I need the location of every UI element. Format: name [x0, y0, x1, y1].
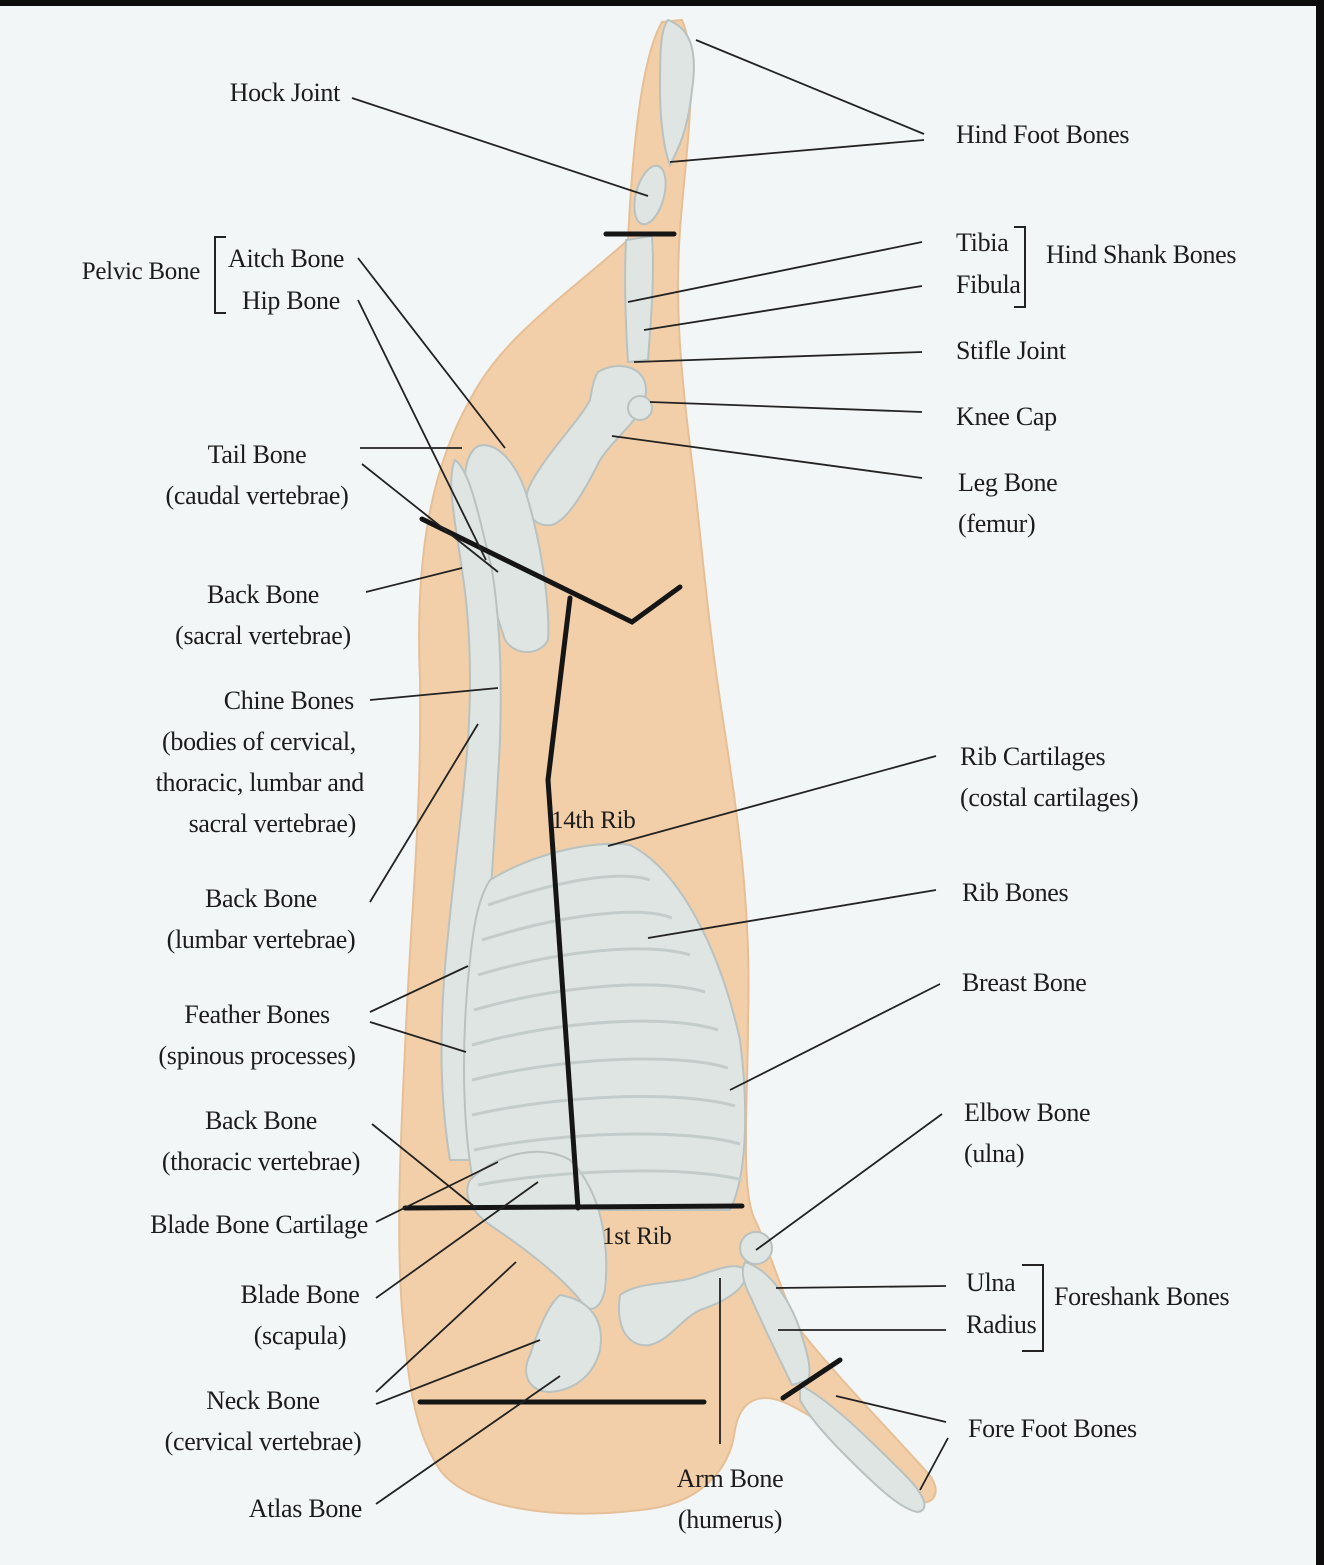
cut-line-1st-rib	[402, 1203, 745, 1211]
hind-shank-bones-label: Hind Shank Bones	[1046, 240, 1237, 269]
back-bone-thoracic-subtitle: (thoracic vertebrae)	[161, 1147, 361, 1176]
diagram-stage: Hock Joint Pelvic Bone Aitch Bone Hip Bo…	[0, 6, 1316, 1565]
aitch-bone-label: Aitch Bone	[228, 244, 345, 273]
foreshank-bone	[741, 1260, 811, 1387]
elbow-bone-label: Elbow Bone (ulna)	[964, 1092, 1124, 1174]
arm-bone-label: Arm Bone (humerus)	[650, 1458, 810, 1540]
rib-bones-label: Rib Bones	[962, 878, 1069, 907]
back-bone-thoracic-title: Back Bone	[204, 1106, 318, 1135]
back-bone-lumbar-subtitle: (lumbar vertebrae)	[166, 925, 356, 954]
rib-cartilages-title: Rib Cartilages	[960, 742, 1106, 771]
page: Hock Joint Pelvic Bone Aitch Bone Hip Bo…	[0, 6, 1316, 1565]
knee-cap-bone	[627, 395, 653, 421]
carcass-diagram	[351, 18, 949, 1515]
blade-bone-title: Blade Bone	[240, 1280, 360, 1309]
leg-bone-subtitle: (femur)	[958, 509, 1036, 538]
radius-label: Radius	[966, 1310, 1037, 1339]
back-bone-sacral-label: Back Bone (sacral vertebrae)	[160, 574, 366, 656]
neck-bone-title: Neck Bone	[206, 1386, 320, 1415]
blade-bone-subtitle: (scapula)	[253, 1321, 347, 1350]
cut-line-sirloin	[419, 516, 683, 625]
fibula-label: Fibula	[956, 270, 1021, 299]
pelvic-bone-label: Pelvic Bone	[81, 258, 201, 285]
chine-bones-subtitle-1: (bodies of cervical,	[162, 727, 356, 756]
pelvic-bone-bracket	[214, 236, 226, 314]
fore-foot-bone	[799, 1383, 926, 1514]
breast-bone-label: Breast Bone	[962, 968, 1087, 997]
blade-bone-label: Blade Bone (scapula)	[220, 1274, 380, 1356]
skeleton	[440, 18, 926, 1514]
rib-stripes	[471, 874, 743, 1187]
fore-foot-bones-label: Fore Foot Bones	[968, 1414, 1137, 1443]
back-bone-sacral-title: Back Bone	[206, 580, 320, 609]
tibia-label: Tibia	[956, 228, 1009, 257]
elbow-bone-subtitle: (ulna)	[964, 1139, 1025, 1168]
arm-bone-subtitle: (humerus)	[677, 1505, 783, 1534]
foreshank-bracket	[1022, 1264, 1044, 1352]
humerus-bone	[618, 1265, 747, 1347]
rib-cage	[463, 842, 747, 1211]
chine-bones-label: Chine Bones (bodies of cervical, thoraci…	[130, 680, 365, 844]
leg-bone-label: Leg Bone (femur)	[958, 462, 1088, 544]
foreshank-bones-label: Foreshank Bones	[1054, 1282, 1230, 1311]
back-bone-lumbar-title: Back Bone	[204, 884, 318, 913]
neck-bone-label: Neck Bone (cervical vertebrae)	[150, 1380, 376, 1462]
chine-bones-subtitle-3: sacral vertebrae)	[188, 809, 357, 838]
rib-14-label: 14th Rib	[551, 807, 636, 834]
cut-line-14th-rib	[545, 595, 581, 1211]
feather-bones-label: Feather Bones (spinous processes)	[146, 994, 368, 1076]
hind-shank-bracket	[1014, 226, 1026, 308]
chine-bones-subtitle-2: thoracic, lumbar and	[155, 768, 365, 797]
feather-bones-subtitle: (spinous processes)	[158, 1041, 356, 1070]
chine-bones-title: Chine Bones	[223, 686, 355, 715]
back-bone-lumbar-label: Back Bone (lumbar vertebrae)	[150, 878, 372, 960]
elbow-bone-title: Elbow Bone	[964, 1098, 1091, 1127]
rib-1-label: 1st Rib	[602, 1223, 672, 1250]
neck-vertebrae	[525, 1293, 602, 1394]
ulna-label: Ulna	[966, 1268, 1016, 1297]
spine-bone	[440, 458, 502, 1161]
hock-joint-label: Hock Joint	[229, 78, 341, 107]
elbow-bone	[739, 1231, 773, 1265]
cut-lines	[402, 231, 843, 1405]
knee-cap-label: Knee Cap	[956, 402, 1057, 431]
back-bone-thoracic-label: Back Bone (thoracic vertebrae)	[146, 1100, 376, 1182]
blade-bone-cartilage-label: Blade Bone Cartilage	[150, 1210, 368, 1239]
back-bone-sacral-subtitle: (sacral vertebrae)	[175, 621, 351, 650]
arm-bone-title: Arm Bone	[676, 1464, 784, 1493]
feather-bones-title: Feather Bones	[184, 1000, 330, 1029]
scapula-bone	[466, 1150, 608, 1310]
rib-cartilages-subtitle: (costal cartilages)	[960, 783, 1139, 812]
atlas-bone-label: Atlas Bone	[248, 1494, 363, 1523]
tail-bone-title: Tail Bone	[207, 440, 307, 469]
femur-bone	[525, 365, 648, 527]
stifle-joint-label: Stifle Joint	[956, 336, 1066, 365]
cut-line-fore-shank	[780, 1357, 843, 1401]
hind-foot-bones-label: Hind Foot Bones	[956, 120, 1130, 149]
leg-bone-title: Leg Bone	[958, 468, 1058, 497]
leader-lines	[351, 39, 949, 1505]
hip-bone-label: Hip Bone	[242, 286, 340, 315]
neck-bone-subtitle: (cervical vertebrae)	[164, 1427, 362, 1456]
rib-cartilages-label: Rib Cartilages (costal cartilages)	[960, 736, 1180, 818]
hind-foot-bone	[658, 18, 695, 168]
tail-bone-label: Tail Bone (caudal vertebrae)	[150, 434, 364, 516]
tail-bone-subtitle: (caudal vertebrae)	[165, 481, 349, 510]
